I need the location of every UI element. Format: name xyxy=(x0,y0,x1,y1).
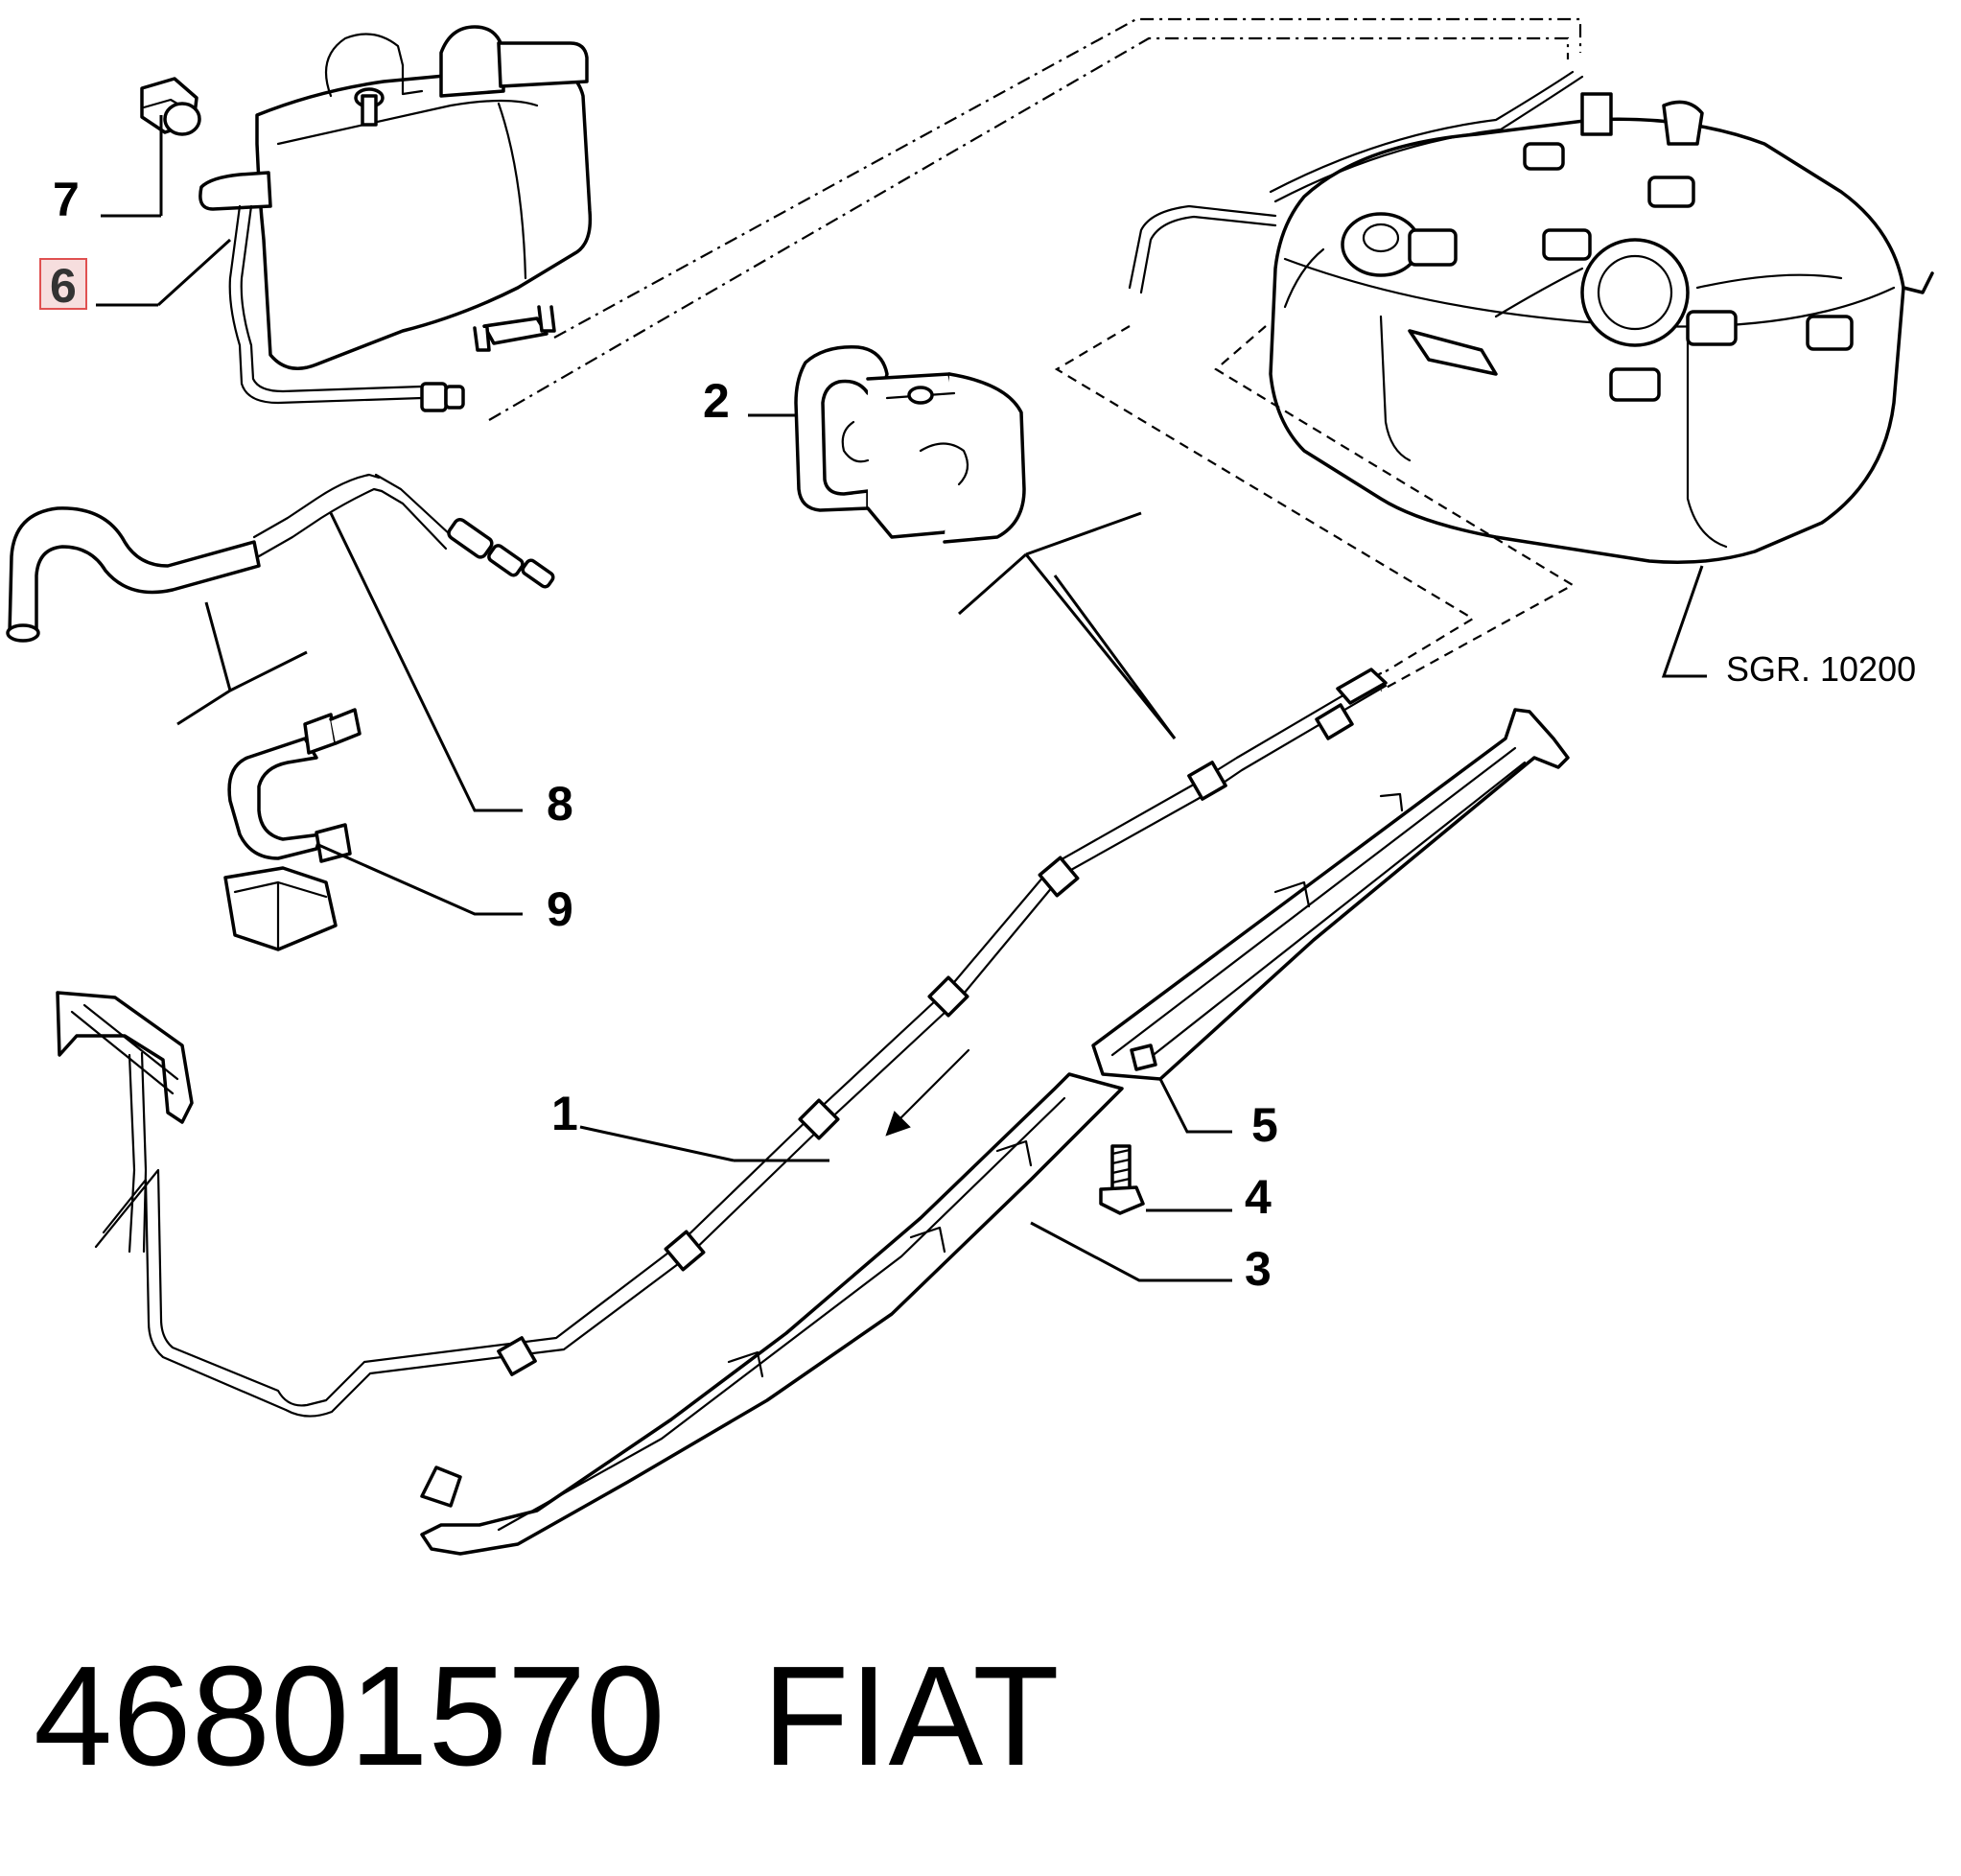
callout-1: 1 xyxy=(551,1087,578,1140)
leader-lines xyxy=(96,115,1707,1282)
shield-part-5 xyxy=(1091,708,1570,1081)
brand-name: FIAT xyxy=(762,1637,1060,1795)
callout-4: 4 xyxy=(1245,1170,1272,1224)
shield-part-3 xyxy=(420,1072,1124,1556)
part-number: 46801570 xyxy=(34,1637,665,1795)
nut-part-7 xyxy=(140,77,201,136)
bolt-part-4 xyxy=(1099,1144,1145,1215)
fuel-vapor-canister xyxy=(198,25,593,412)
clip-part-2 xyxy=(794,345,1026,544)
callout-2: 2 xyxy=(703,374,730,428)
callout-5: 5 xyxy=(1251,1098,1278,1152)
callout-8: 8 xyxy=(547,777,573,831)
fuel-line-clips xyxy=(497,761,1227,1376)
callout-6: 6 xyxy=(50,259,77,313)
callout-7: 7 xyxy=(53,173,80,226)
callout-3: 3 xyxy=(1245,1242,1272,1296)
fuel-tank xyxy=(1128,70,1934,564)
callout-labels: 1 2 3 4 5 6 7 8 9 SGR. 10200 xyxy=(39,173,1916,1296)
direction-arrow xyxy=(885,1048,970,1137)
callout-6-highlight: 6 xyxy=(39,258,87,313)
callout-9: 9 xyxy=(547,882,573,936)
clip-part-9 xyxy=(223,708,362,951)
hose-part-8 xyxy=(6,473,555,643)
fuel-line-part-1 xyxy=(56,668,1388,1418)
section-reference: SGR. 10200 xyxy=(1726,649,1916,689)
connection-lines xyxy=(488,17,1582,692)
footer: 46801570 FIAT xyxy=(34,1637,1060,1795)
